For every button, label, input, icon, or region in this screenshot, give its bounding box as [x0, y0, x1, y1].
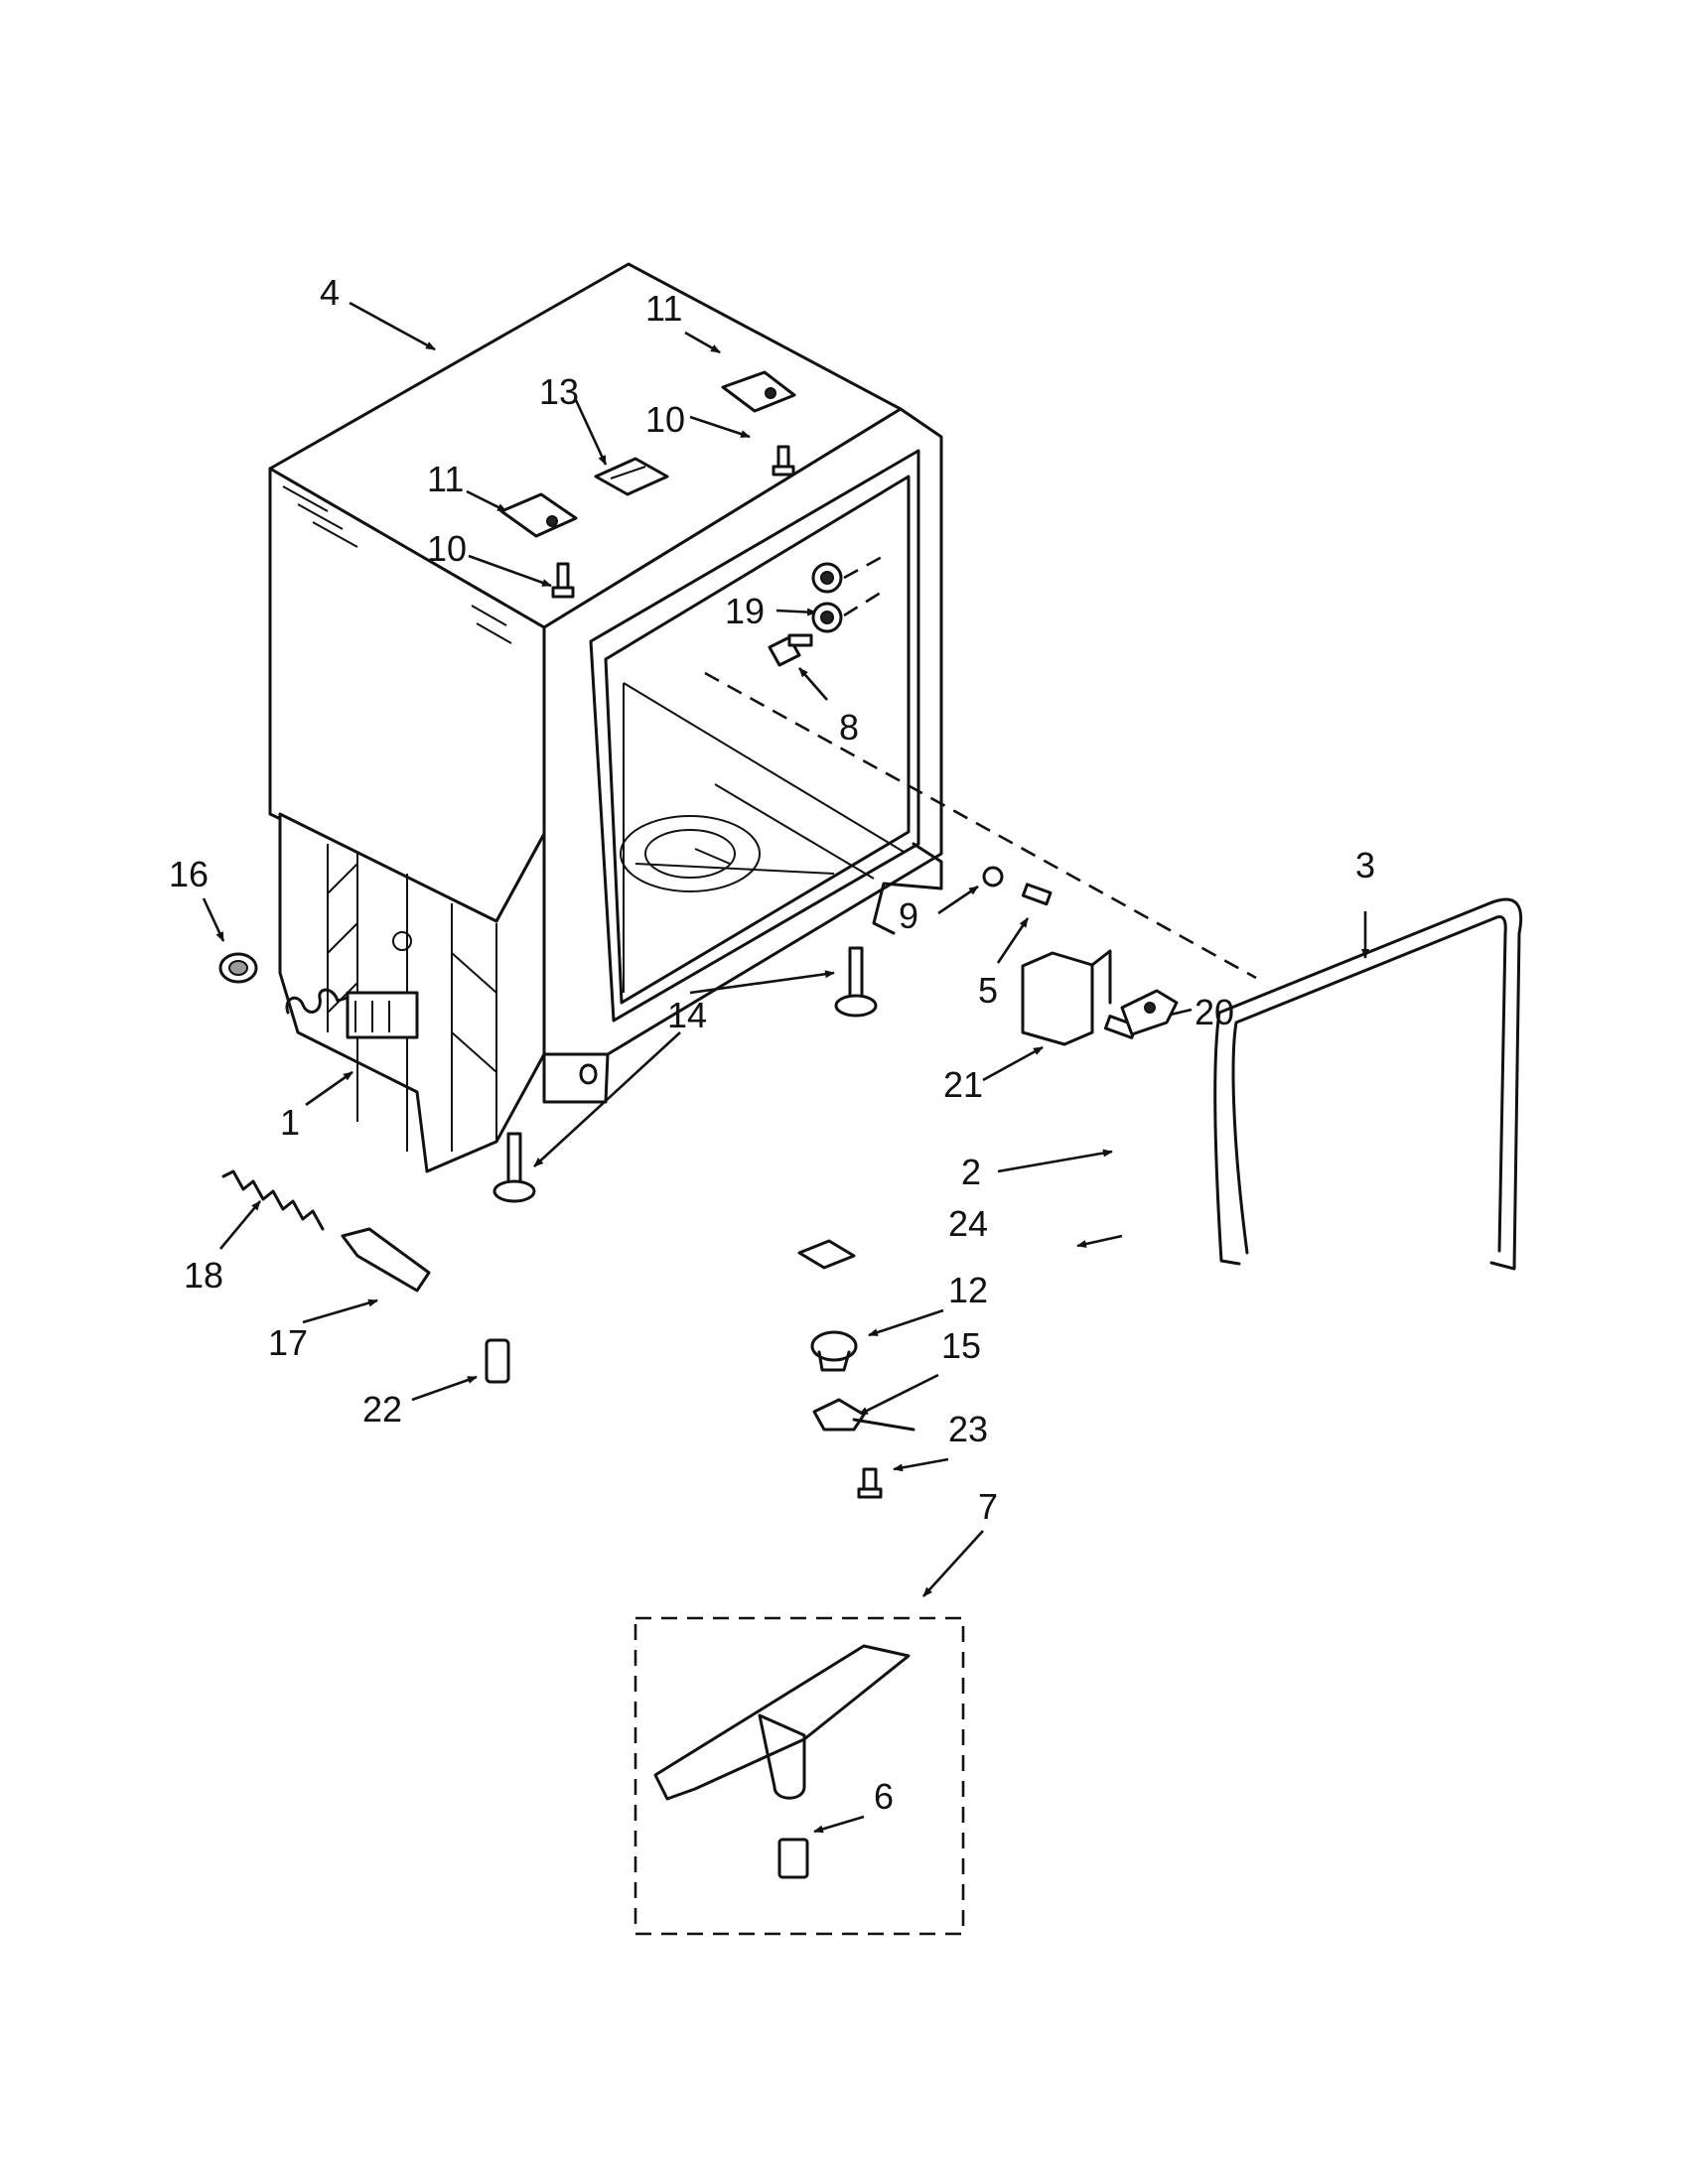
callout-22: 22	[362, 1389, 402, 1430]
callout-9: 9	[899, 895, 918, 936]
clip-6	[777, 1838, 809, 1879]
callout-12: 17	[268, 1322, 308, 1363]
callout-20: 20	[1195, 992, 1234, 1032]
callout-23: 23	[948, 1409, 988, 1449]
bracket-13	[594, 457, 669, 496]
leg-16a	[492, 1132, 536, 1203]
callout-8: 8	[839, 707, 859, 748]
callout-5: 5	[978, 970, 998, 1011]
callout-14: 12	[948, 1270, 988, 1310]
callout-11b: 11	[427, 459, 464, 499]
grommet-15	[218, 952, 258, 984]
pad-12	[341, 1227, 431, 1293]
callout-16: 14	[667, 995, 707, 1035]
clip-22	[485, 1338, 510, 1384]
leader-lines	[202, 301, 1369, 1834]
spray-arm-7	[653, 1644, 911, 1801]
callout-24: 24	[948, 1203, 988, 1244]
callout-11a: 11	[645, 288, 682, 329]
callout-labels: 4 3 11 10 13 11 10 19 8 9 5 20 21 14 2 2…	[169, 272, 1375, 1817]
screw-10a	[772, 445, 795, 477]
plate-24	[797, 1239, 856, 1270]
assembly-box-7	[633, 1616, 965, 1936]
callout-1: 1	[280, 1102, 300, 1143]
callout-3: 3	[1355, 845, 1375, 886]
tub-assembly	[268, 262, 943, 1173]
callout-10a: 10	[645, 399, 685, 440]
bracket-17	[812, 1398, 866, 1432]
callout-18: 18	[184, 1255, 223, 1296]
callout-19: 19	[725, 591, 765, 631]
nut-9	[982, 866, 1004, 887]
latch-2	[1120, 989, 1179, 1036]
leg-16b	[834, 946, 878, 1018]
door-gasket-3	[1213, 897, 1523, 1271]
callout-6: 6	[874, 1776, 894, 1817]
callout-15: 16	[169, 854, 209, 894]
callout-21: 21	[943, 1064, 983, 1105]
callout-17: 15	[941, 1325, 981, 1366]
sensor-14	[810, 1330, 858, 1372]
hinge-bracket-11b	[499, 492, 578, 538]
hinge-bracket-11a	[721, 370, 796, 413]
screw-23	[857, 1467, 883, 1499]
small-parts	[218, 370, 1523, 1936]
screw-10b	[551, 562, 575, 599]
callout-13: 13	[539, 371, 579, 412]
callout-2: 2	[961, 1152, 981, 1192]
callout-4: 4	[320, 272, 340, 313]
bracket-21	[1021, 951, 1094, 1046]
callout-7: 7	[978, 1486, 998, 1527]
screw-8	[768, 633, 813, 667]
screw-5	[1021, 883, 1053, 906]
spring-18	[221, 1169, 325, 1231]
callout-10b: 10	[427, 528, 467, 569]
